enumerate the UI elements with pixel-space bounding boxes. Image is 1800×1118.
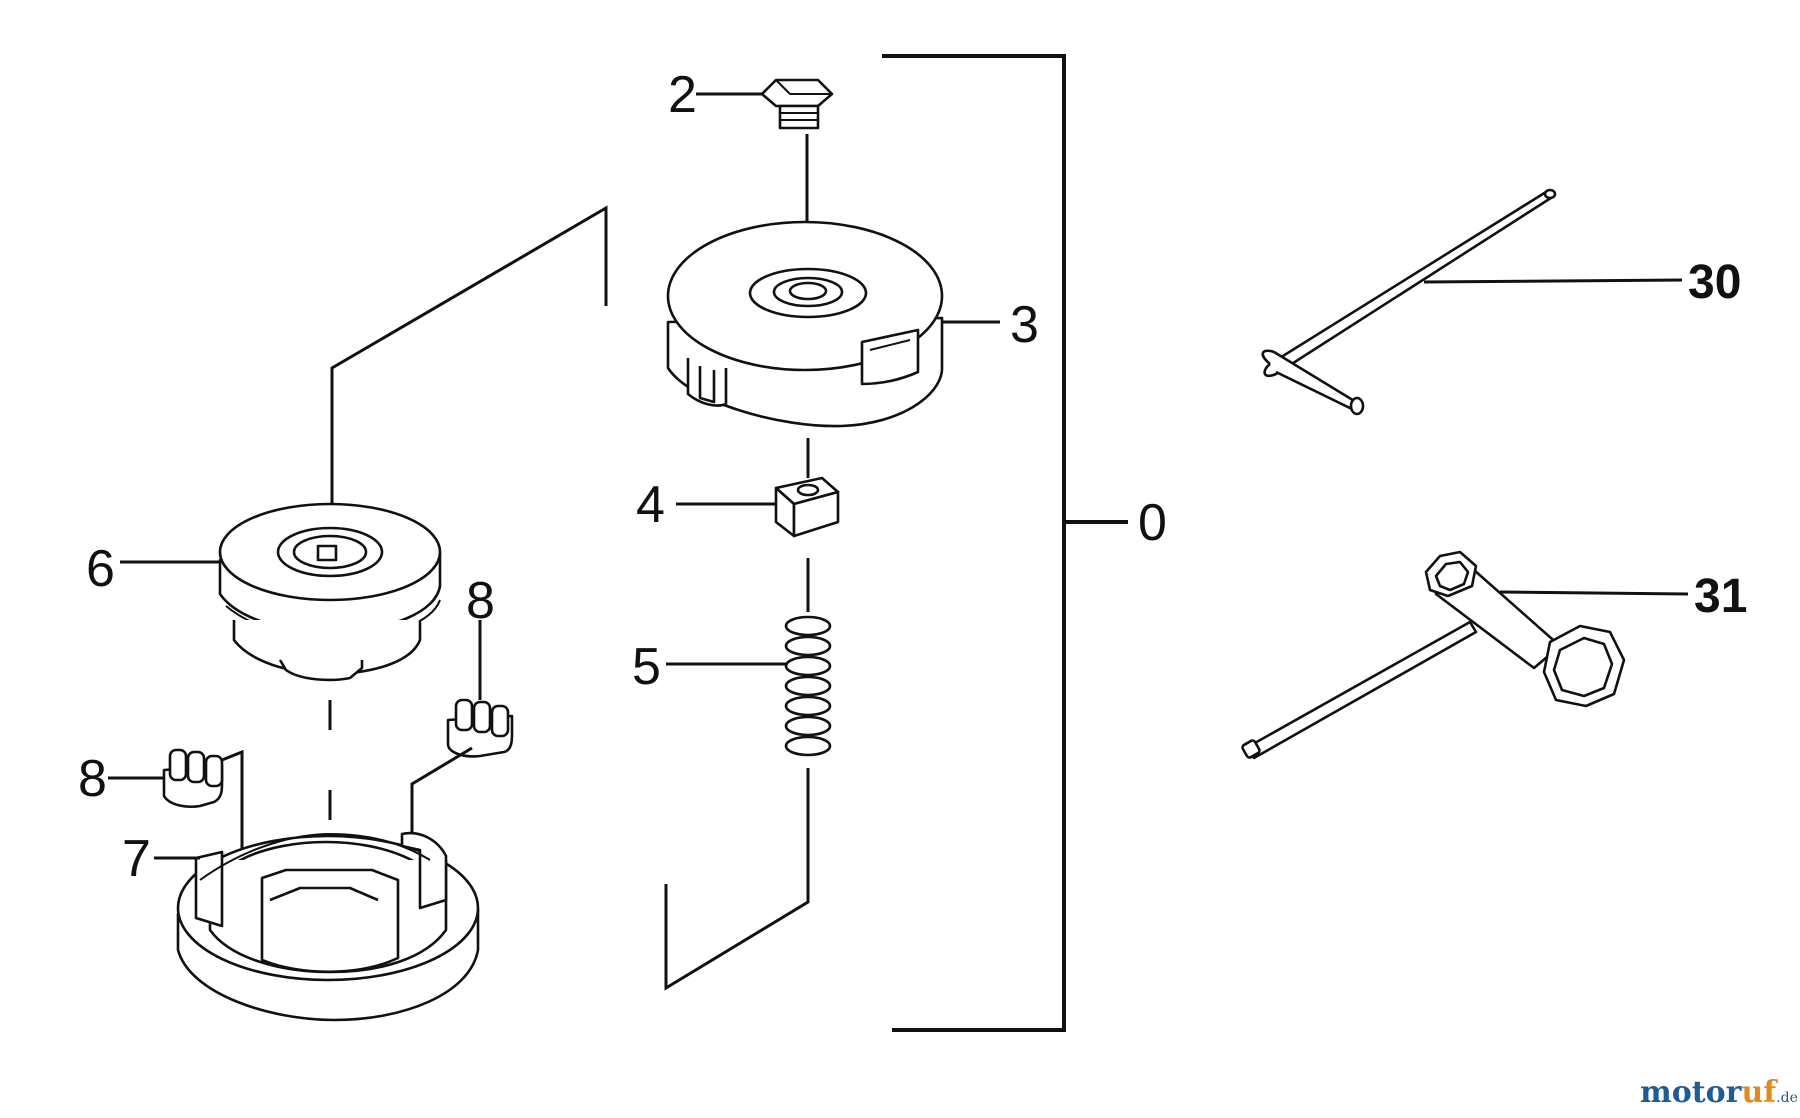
watermark-logo: motoruf.de: [1640, 1075, 1798, 1110]
callout-30: 30: [1688, 256, 1741, 309]
callout-6: 6: [86, 540, 115, 598]
watermark-suffix: .de: [1776, 1090, 1798, 1106]
part-clip-left: [162, 748, 224, 808]
part-square-nut: [774, 476, 840, 538]
callout-4: 4: [636, 476, 665, 534]
callout-8-upper: 8: [466, 572, 495, 630]
part-hex-key: [1261, 188, 1557, 416]
callout-3: 3: [1010, 296, 1039, 354]
part-spark-plug-wrench: [1241, 550, 1626, 760]
callout-0: 0: [1138, 494, 1167, 552]
callout-31: 31: [1694, 570, 1747, 623]
part-spool: [218, 502, 442, 682]
callout-5: 5: [632, 638, 661, 696]
leader-31: [1499, 590, 1689, 596]
callout-7: 7: [122, 830, 151, 888]
watermark-part2: uf: [1741, 1075, 1778, 1110]
part-spring: [784, 615, 832, 757]
part-base-housing: [176, 831, 480, 1022]
watermark-part1: motor: [1640, 1075, 1743, 1110]
callout-2: 2: [668, 66, 697, 124]
axis-line-spring: [664, 768, 810, 991]
leader-30: [1423, 278, 1683, 284]
svg-text:motoruf.de: motoruf.de: [1640, 1075, 1798, 1110]
part-clip-upper: [446, 698, 514, 758]
assembly-bracket: [882, 54, 1128, 1032]
axis-line-spool: [330, 205, 608, 552]
callout-8-left: 8: [78, 750, 107, 808]
part-cover: [666, 220, 944, 428]
part-screw: [760, 78, 834, 130]
